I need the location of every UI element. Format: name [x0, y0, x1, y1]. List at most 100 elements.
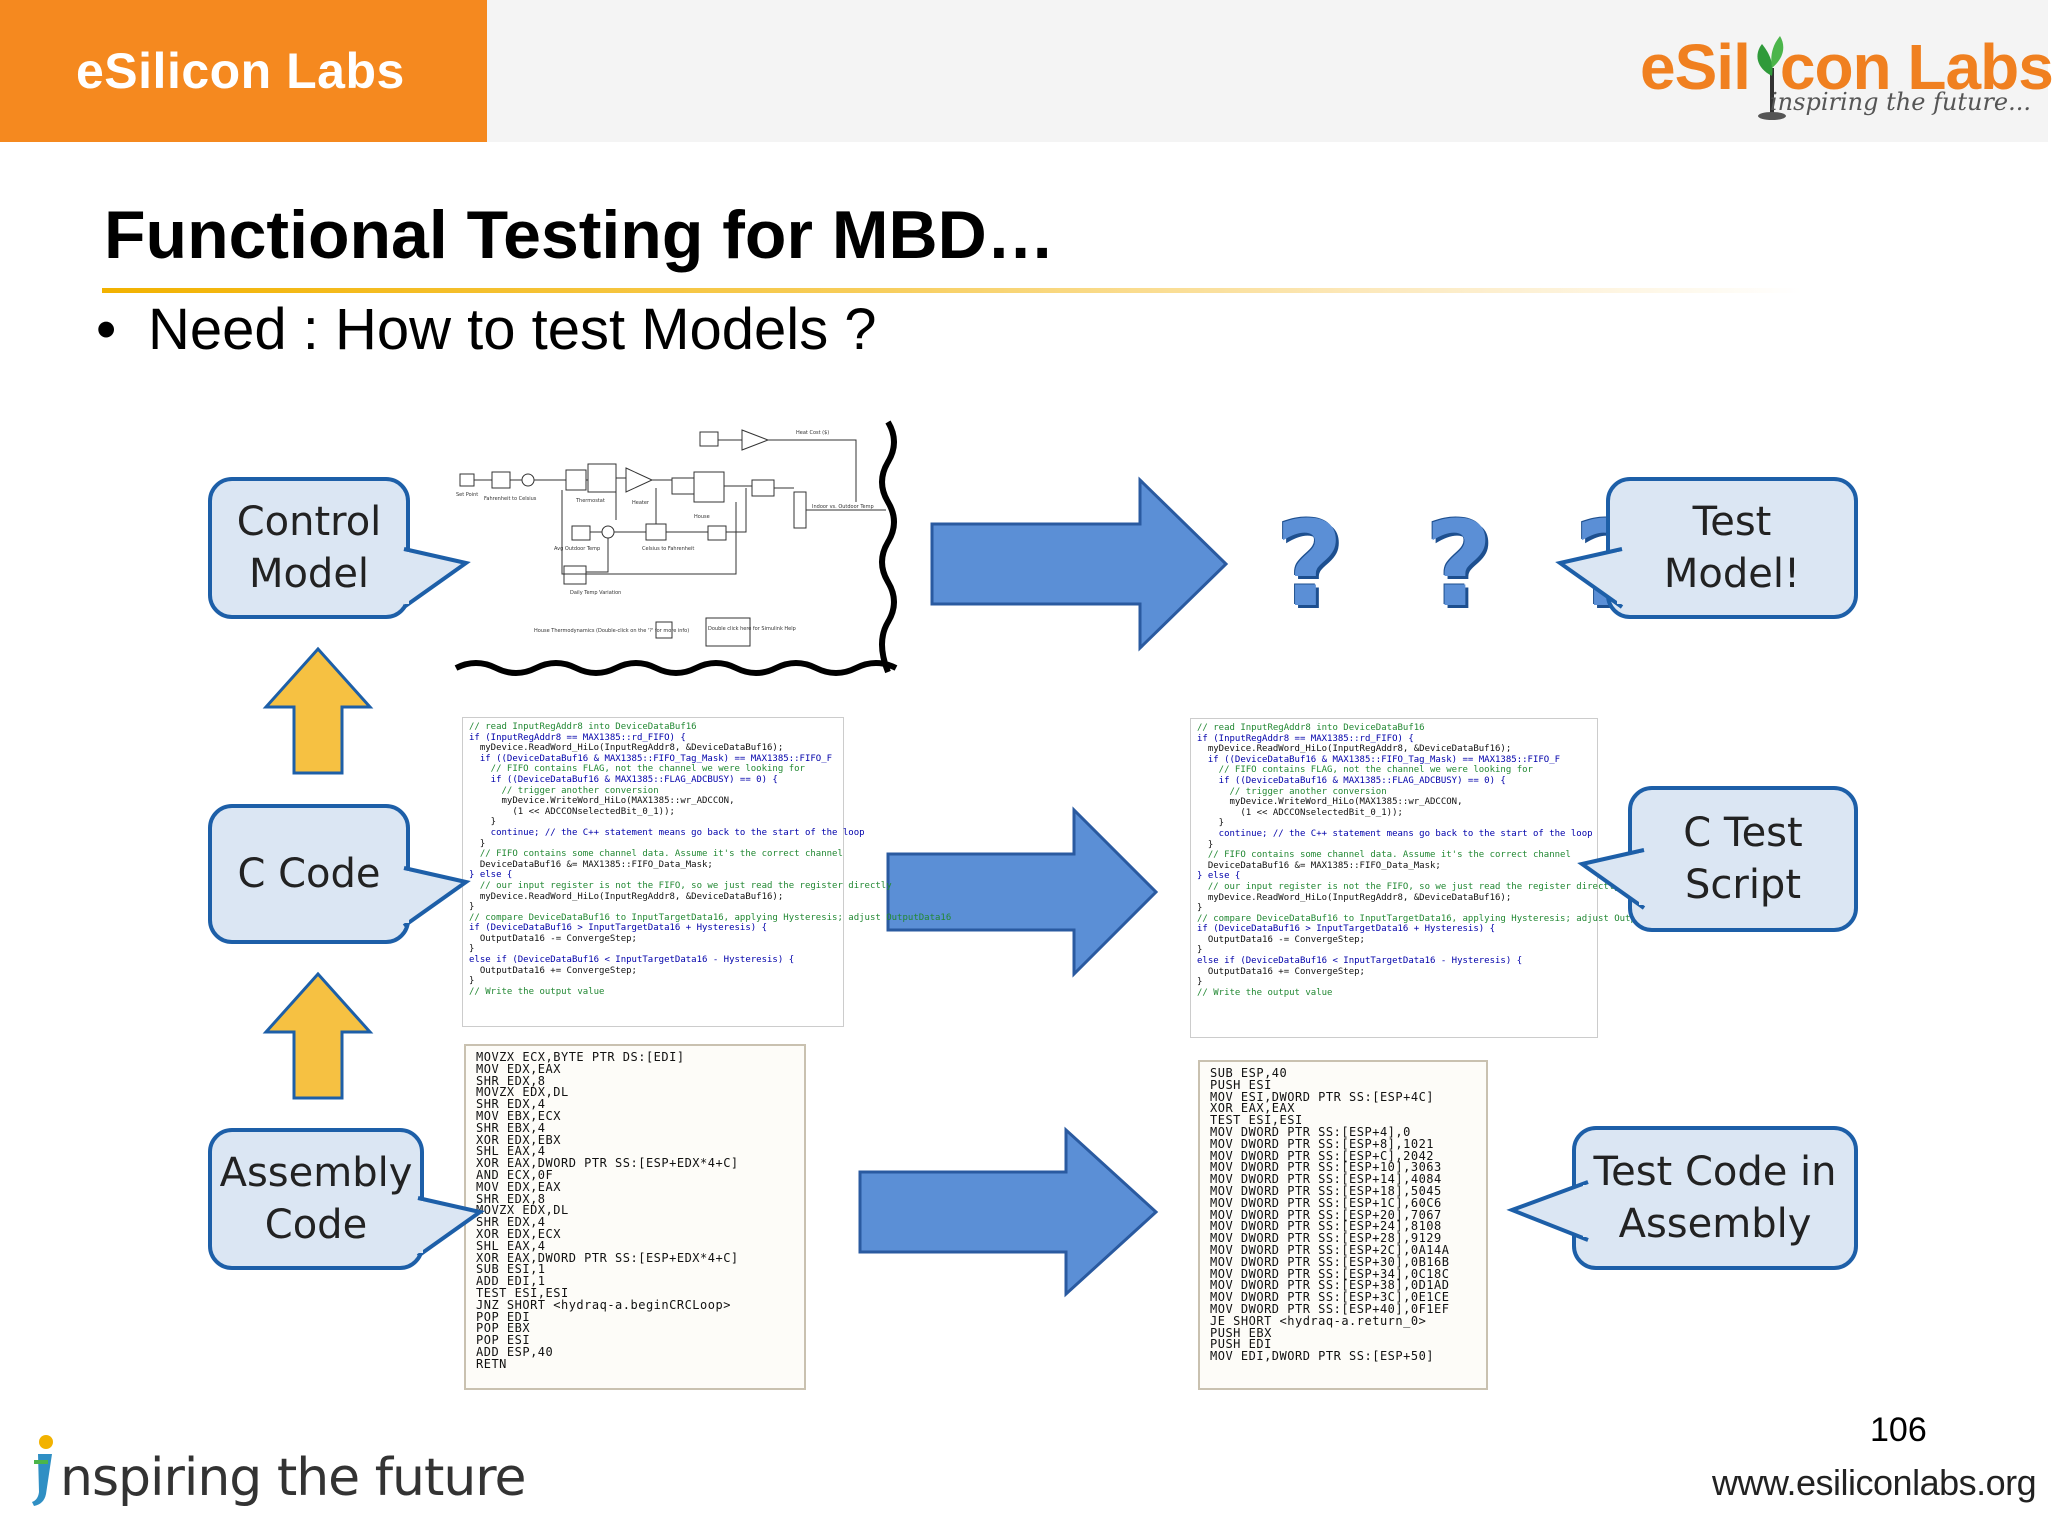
code-line: MOV EDX,EAX [476, 1061, 561, 1076]
code-line: POP EBX [476, 1321, 531, 1336]
callout-line: Model! [1663, 551, 1801, 597]
code-line: SUB ESI,1 [476, 1262, 546, 1277]
code-line: } [469, 902, 475, 913]
code-line: OutputData16 += ConvergeStep; [469, 965, 637, 976]
code-line: MOV DWORD PTR SS:[ESP+2C],0A14A [1210, 1242, 1450, 1257]
code-line: OutputData16 -= ConvergeStep; [469, 933, 637, 944]
code-line: MOVZX EDX,DL [476, 1085, 569, 1100]
code-line: ADD ESP,40 [476, 1344, 554, 1359]
code-line: (1 << ADCCONselectedBit_0_1)); [1197, 807, 1403, 818]
code-line: MOV DWORD PTR SS:[ESP+40],0F1EF [1210, 1301, 1450, 1316]
code-line: myDevice.ReadWord_HiLo(InputRegAddr8, &D… [1197, 892, 1512, 903]
code-line: SUB ESP,40 [1210, 1066, 1288, 1080]
code-line: myDevice.WriteWord_HiLo(MAX1385::wr_ADCC… [1197, 797, 1463, 808]
code-line: MOV DWORD PTR SS:[ESP+1C],60C6 [1210, 1195, 1442, 1210]
code-line: } [469, 838, 486, 849]
simulink-label: Indoor vs. Outdoor Temp [812, 504, 874, 510]
callout-tail-icon [1506, 1180, 1589, 1242]
c-test-script-listing: // read InputRegAddr8 into DeviceDataBuf… [1191, 719, 1679, 1002]
code-line: if ((DeviceDataBuf16 & MAX1385::FLAG_ADC… [469, 774, 778, 785]
code-line: MOV DWORD PTR SS:[ESP+24],8108 [1210, 1219, 1442, 1234]
code-line: } else { [1197, 871, 1241, 882]
logo-part2: con Labs [1779, 31, 2053, 103]
code-line: // Write the output value [469, 986, 605, 997]
right-arrow-icon [886, 806, 1159, 978]
code-line: } [469, 944, 475, 955]
simulink-label: House Thermodynamics (Double-click on th… [534, 628, 689, 634]
code-line: // our input register is not the FIFO, s… [1197, 881, 1620, 892]
code-line: } [1197, 977, 1203, 988]
code-line: JNZ SHORT <hydraq-a.beginCRCLoop> [476, 1297, 731, 1312]
c-code-listing: // read InputRegAddr8 into DeviceDataBuf… [463, 718, 951, 1001]
code-line: // FIFO contains some channel data. Assu… [469, 849, 843, 860]
code-line: else if (DeviceDataBuf16 < InputTargetDa… [469, 955, 795, 966]
callout-tail-icon [402, 547, 471, 609]
code-line: // FIFO contains FLAG, not the channel w… [469, 764, 805, 775]
callout-line: Model [248, 551, 370, 597]
code-line: // trigger another conversion [469, 785, 659, 796]
code-line: AND ECX,0F [476, 1167, 554, 1182]
code-line: // read InputRegAddr8 into DeviceDataBuf… [1197, 723, 1425, 733]
code-line: DeviceDataBuf16 &= MAX1385::FIFO_Data_Ma… [469, 859, 713, 870]
page-number: 106 [1870, 1411, 1927, 1449]
code-line: MOV DWORD PTR SS:[ESP+8],1021 [1210, 1136, 1435, 1151]
code-line: if (InputRegAddr8 == MAX1385::rd_FIFO) { [1197, 733, 1414, 744]
callout-line: Test Code in [1593, 1149, 1837, 1195]
code-line: // our input register is not the FIFO, s… [469, 880, 892, 891]
code-line: XOR EAX,EAX [1210, 1101, 1295, 1116]
code-line: continue; // the C++ statement means go … [469, 827, 865, 838]
code-line: POP ESI [476, 1333, 531, 1348]
code-line: MOV DWORD PTR SS:[ESP+18],5045 [1210, 1183, 1442, 1198]
code-line: TEST ESI,ESI [476, 1285, 569, 1300]
code-line: } [469, 817, 497, 828]
bullet-text: Need : How to test Models ? [148, 297, 877, 362]
right-arrow-icon [858, 1126, 1159, 1298]
simulink-model-panel: Set Point Fahrenheit to Celsius Thermost… [454, 420, 898, 676]
simulink-label: Heat Cost ($) [796, 430, 829, 436]
brand-box [0, 0, 487, 142]
code-line: MOV EBX,ECX [476, 1108, 561, 1123]
callout-line: Assembly [1618, 1201, 1812, 1247]
simulink-label: Heater [632, 500, 650, 506]
brand-label: eSilicon Labs [76, 43, 405, 99]
code-line: RETN [476, 1356, 507, 1371]
code-line: SHR EDX,8 [476, 1073, 546, 1088]
code-line: XOR EAX,DWORD PTR SS:[ESP+EDX*4+C] [476, 1250, 739, 1265]
code-line: SHR EDX,4 [476, 1097, 546, 1112]
code-line: SHR EDX,8 [476, 1191, 546, 1206]
code-line: // Write the output value [1197, 987, 1333, 998]
code-line: else if (DeviceDataBuf16 < InputTargetDa… [1197, 956, 1523, 967]
code-line: ADD EDI,1 [476, 1274, 546, 1289]
code-line: if (InputRegAddr8 == MAX1385::rd_FIFO) { [469, 732, 686, 743]
simulink-label: Fahrenheit to Celsius [484, 496, 537, 502]
test-code-assembly-callout: Test Code in Assembly [1572, 1126, 1858, 1270]
code-line: if ((DeviceDataBuf16 & MAX1385::FIFO_Tag… [1197, 754, 1561, 765]
code-line: myDevice.ReadWord_HiLo(InputRegAddr8, &D… [469, 891, 784, 902]
code-line: if (DeviceDataBuf16 > InputTargetData16 … [469, 923, 768, 934]
code-line: SHL EAX,4 [476, 1238, 546, 1253]
code-line: POP EDI [476, 1309, 531, 1324]
callout-line: Control [236, 499, 382, 545]
code-line: myDevice.ReadWord_HiLo(InputRegAddr8, &D… [469, 743, 784, 754]
code-line: XOR EDX,ECX [476, 1226, 561, 1241]
title-underline [102, 288, 1802, 293]
callout-tail-icon [416, 1196, 485, 1258]
code-line: MOV DWORD PTR SS:[ESP+3C],0E1CE [1210, 1290, 1450, 1305]
code-line: TEST ESI,ESI [1210, 1113, 1303, 1128]
code-line: // trigger another conversion [1197, 786, 1387, 797]
simulink-label: Double click here for Simulink Help [708, 626, 796, 632]
code-line: continue; // the C++ statement means go … [1197, 828, 1593, 839]
code-line: SHR EDX,4 [476, 1215, 546, 1230]
code-line: MOV DWORD PTR SS:[ESP+10],3063 [1210, 1160, 1442, 1175]
code-line: MOV EDX,EAX [476, 1179, 561, 1194]
code-line: MOV DWORD PTR SS:[ESP+14],4084 [1210, 1172, 1442, 1187]
code-line: } else { [469, 870, 513, 881]
code-line: MOV DWORD PTR SS:[ESP+38],0D1AD [1210, 1278, 1450, 1293]
c-code-panel-right: // read InputRegAddr8 into DeviceDataBuf… [1190, 718, 1679, 1038]
simulink-label: Celsius to Fahrenheit [642, 546, 694, 552]
